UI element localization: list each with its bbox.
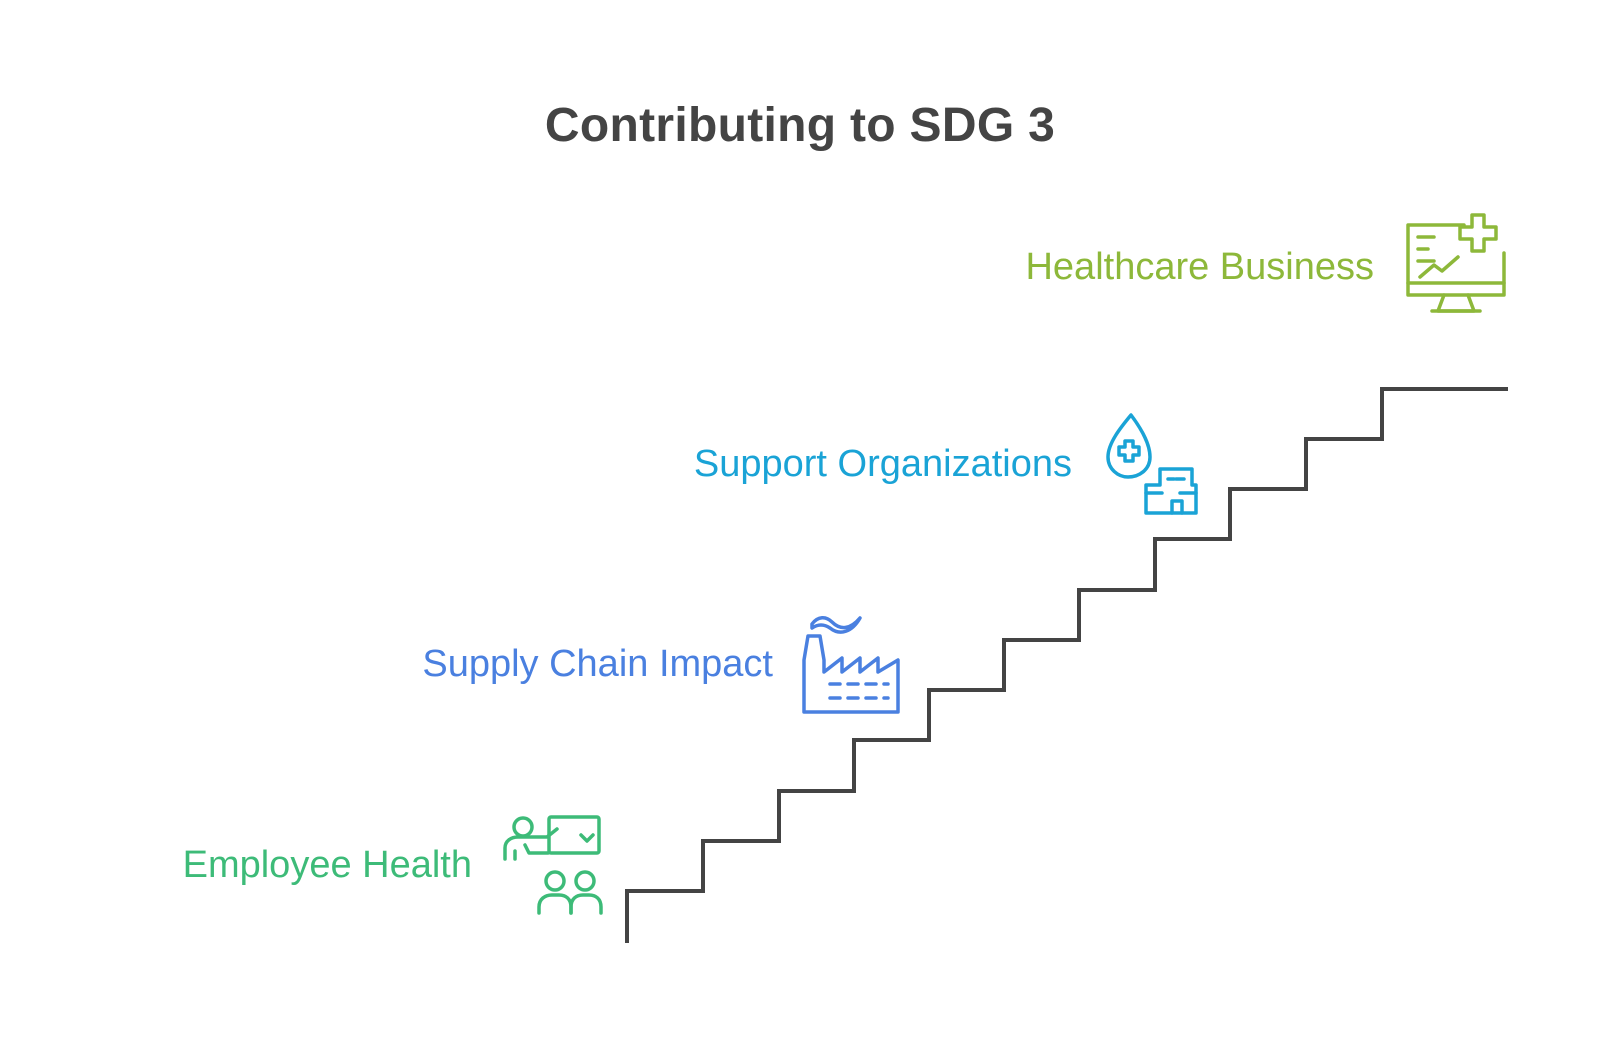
diagram-title: Contributing to SDG 3 bbox=[544, 99, 1056, 152]
step-label-supply-chain-impact: Supply Chain Impact bbox=[422, 643, 773, 685]
step-label-employee-health: Employee Health bbox=[182, 844, 472, 886]
step-label-healthcare-business: Healthcare Business bbox=[1025, 246, 1374, 288]
factory-icon bbox=[802, 616, 900, 714]
presentation-audience-icon bbox=[503, 815, 603, 915]
staircase-line bbox=[625, 387, 1508, 943]
blood-drop-hospital-icon bbox=[1106, 413, 1198, 515]
step-label-support-organizations: Support Organizations bbox=[693, 443, 1072, 485]
monitor-chart-plus-icon bbox=[1406, 213, 1506, 313]
